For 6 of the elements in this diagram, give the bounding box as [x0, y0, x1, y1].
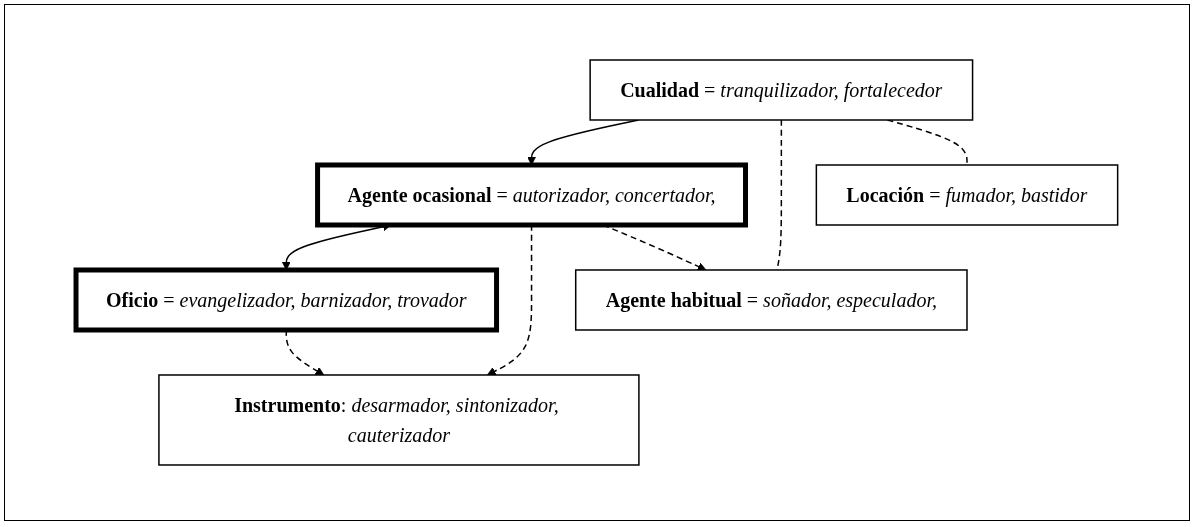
- node-box: Locación = fumador, bastidor: [815, 164, 1119, 226]
- node-box: Agente habitual = soñador, especulador,: [575, 269, 968, 331]
- node-box: Instrumento: desarmador, sintonizador, cauterizador: [158, 374, 640, 466]
- node-box: Oficio = evangelizador, barnizador, trovador: [73, 267, 500, 333]
- node-box: Agente ocasional = autorizador, concertador,: [315, 162, 749, 228]
- node-box: Cualidad = tranquilizador, fortalecedor: [589, 59, 974, 121]
